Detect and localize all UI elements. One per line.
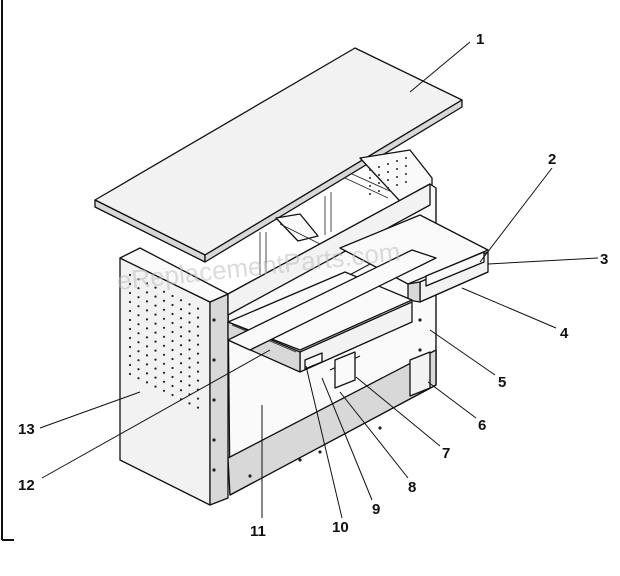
callout-5: 5	[498, 374, 506, 391]
right-leg	[409, 351, 431, 397]
lower-shelf	[227, 249, 437, 389]
callout-3: 3	[600, 251, 608, 268]
perforation-left-panel	[128, 273, 200, 409]
callout-12: 12	[18, 477, 35, 494]
callout-10: 10	[332, 519, 349, 536]
worktop	[94, 47, 463, 263]
callout-7: 7	[442, 445, 450, 462]
callout-9: 9	[372, 501, 380, 518]
callout-6: 6	[478, 417, 486, 434]
callout-13: 13	[18, 421, 35, 438]
callout-1: 1	[476, 31, 484, 48]
leader-lines	[39, 41, 599, 519]
perforation-rear-panel	[369, 157, 407, 195]
callout-8: 8	[408, 479, 416, 496]
callout-2: 2	[548, 151, 556, 168]
callout-4: 4	[560, 325, 569, 342]
callout-11: 11	[250, 523, 266, 540]
callout-labels: 1 2 3 4 5 6 7 8 9 10 11 12 13	[18, 31, 608, 540]
front-rivets	[212, 318, 422, 478]
